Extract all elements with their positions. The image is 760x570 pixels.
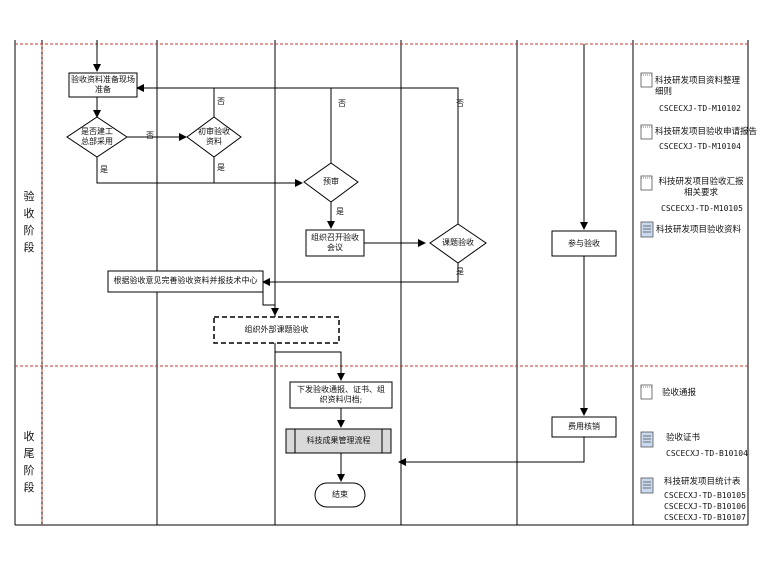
doc-icons bbox=[640, 72, 654, 494]
form-icon bbox=[640, 221, 654, 238]
external-acceptance-label: 组织外部课题验收 bbox=[244, 325, 309, 334]
document-icon bbox=[640, 124, 653, 140]
pre-review-decision bbox=[303, 162, 359, 203]
doc-code: CSCECXJ-TD-M10105 bbox=[661, 204, 743, 213]
expense-label: 费用核销 bbox=[568, 422, 600, 431]
doc-title: 科技研发项目资料整理细则 bbox=[655, 76, 741, 97]
edge-label-yes: 是 bbox=[217, 163, 225, 172]
doc-title: 科技研发项目统计表 bbox=[664, 477, 741, 487]
edge-label-no: 否 bbox=[146, 131, 154, 140]
doc-code: CSCECXJ-TD-B10105 bbox=[664, 491, 746, 500]
document-icon bbox=[640, 72, 653, 88]
doc-title: 科技研发项目验收资料 bbox=[656, 225, 742, 235]
organize-meeting-box bbox=[305, 229, 365, 257]
engineering-dept-decision bbox=[66, 116, 128, 158]
edge-label-yes: 是 bbox=[456, 267, 464, 276]
edge-prereview-no bbox=[214, 87, 332, 163]
doc-code: CSCECXJ-TD-B10104 bbox=[666, 449, 748, 458]
doc-title: 科技研发项目验收汇报相关要求 bbox=[658, 177, 744, 198]
doc-code: CSCECXJ-TD-M10104 bbox=[659, 142, 741, 151]
document-icon bbox=[640, 384, 653, 400]
issue-notice-box bbox=[289, 381, 393, 409]
achievement-process-label: 科技成果管理流程 bbox=[306, 436, 371, 445]
doc-title: 科技研发项目验收申请报告 bbox=[655, 127, 758, 137]
edges bbox=[93, 40, 588, 482]
issue-notice-label: 下发验收通报、证书、组织资料归档; bbox=[297, 385, 385, 404]
edge-label-yes: 是 bbox=[336, 207, 344, 216]
external-acceptance-box bbox=[213, 316, 340, 344]
edge-label-no: 否 bbox=[217, 97, 225, 106]
doc-title: 验收通报 bbox=[662, 388, 697, 398]
topic-acceptance-decision bbox=[429, 223, 487, 264]
edge-review-no bbox=[136, 84, 215, 117]
edge-topic-yes bbox=[262, 263, 459, 286]
document-icon bbox=[640, 175, 653, 191]
participate-box bbox=[551, 230, 617, 257]
submit-to-center-box bbox=[107, 270, 264, 293]
prepare-materials-box bbox=[68, 72, 138, 98]
achievement-process-box bbox=[285, 428, 392, 454]
shapes bbox=[66, 72, 617, 508]
doc-code: CSCECXJ-TD-B10107 bbox=[664, 513, 746, 522]
phase-dividers bbox=[15, 43, 748, 525]
phase-label-closing: 收尾阶段 bbox=[23, 430, 35, 494]
edge-decision-yes bbox=[96, 157, 303, 187]
prepare-materials-label: 验收资料准备现场准备 bbox=[71, 75, 135, 94]
doc-title: 验收证书 bbox=[666, 433, 701, 443]
edge-label-no: 否 bbox=[338, 99, 346, 108]
doc-code: CSCECXJ-TD-M10102 bbox=[659, 104, 741, 113]
form-icon bbox=[640, 431, 654, 448]
edge-label-yes: 是 bbox=[100, 165, 108, 174]
initial-review-label: 初审验收资料 bbox=[198, 127, 230, 146]
doc-code: CSCECXJ-TD-B10106 bbox=[664, 502, 746, 511]
expense-box bbox=[551, 416, 617, 438]
initial-review-decision bbox=[186, 116, 242, 158]
submit-to-center-label: 根据验收意见完善验收资料并报技术中心 bbox=[113, 276, 258, 285]
engineering-dept-label: 是否建工总部采用 bbox=[81, 127, 113, 146]
phase-label-acceptance: 验收阶段 bbox=[23, 190, 35, 254]
edge-label-no: 否 bbox=[456, 99, 464, 108]
end-terminal bbox=[314, 482, 366, 508]
topic-acceptance-label: 课题验收 bbox=[442, 238, 474, 247]
edge-external-to-notice bbox=[274, 343, 345, 381]
organize-meeting-label: 组织召开验收会议 bbox=[311, 233, 359, 252]
edge-topic-no bbox=[331, 87, 459, 237]
pre-review-label: 预审 bbox=[323, 177, 339, 186]
edge-submit-to-external bbox=[262, 292, 279, 316]
form-icon bbox=[640, 477, 654, 494]
end-label: 结束 bbox=[332, 490, 348, 499]
edge-expense-to-process bbox=[398, 437, 585, 466]
participate-label: 参与验收 bbox=[568, 239, 600, 248]
